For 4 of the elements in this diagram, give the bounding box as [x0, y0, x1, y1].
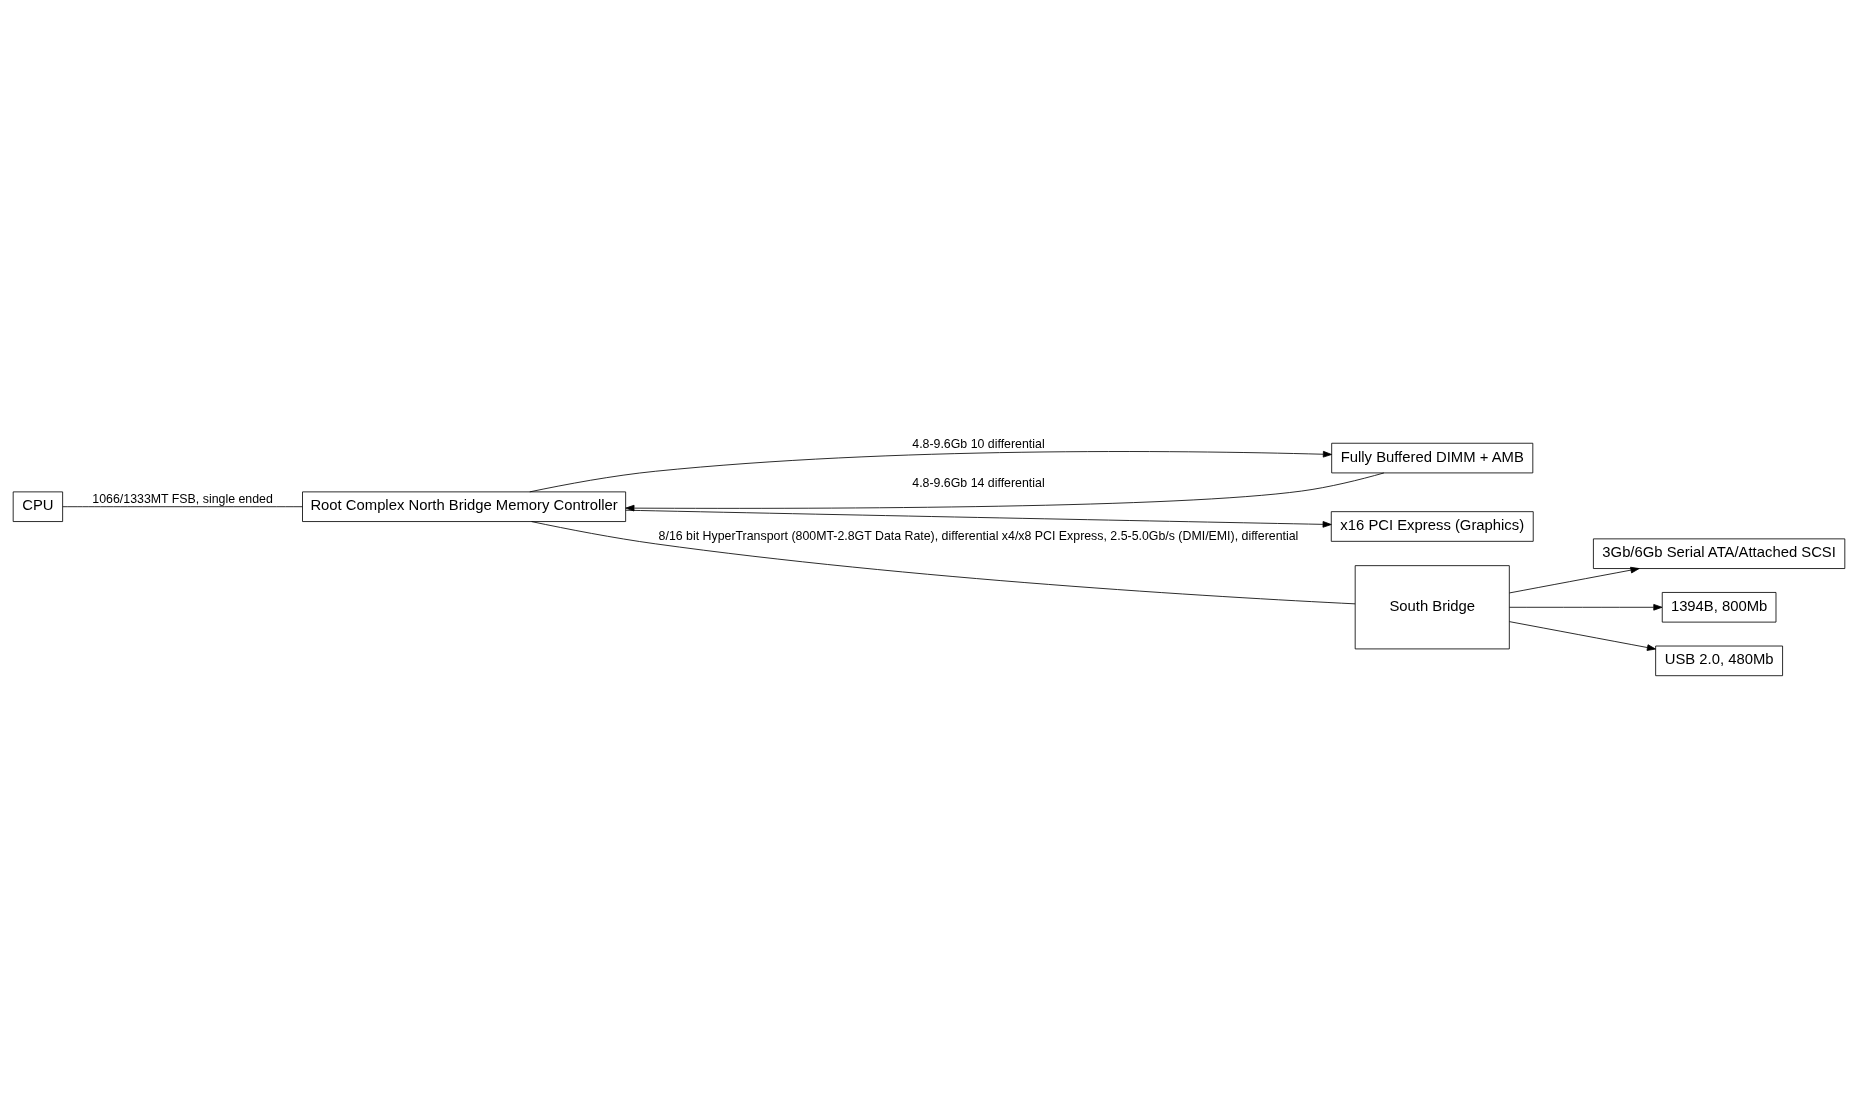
edge-label: 4.8-9.6Gb 14 differential: [912, 475, 1045, 490]
edge-label: 1066/1333MT FSB, single ended: [92, 491, 273, 506]
edge-label: 4.8-9.6Gb 10 differential: [912, 437, 1045, 452]
edge-label: 8/16 bit HyperTransport (800MT-2.8GT Data Rate), differential x4/x8 PCI Express, 2.5-5.0Gb/s (DMI/EMI), differential: [658, 528, 1299, 543]
